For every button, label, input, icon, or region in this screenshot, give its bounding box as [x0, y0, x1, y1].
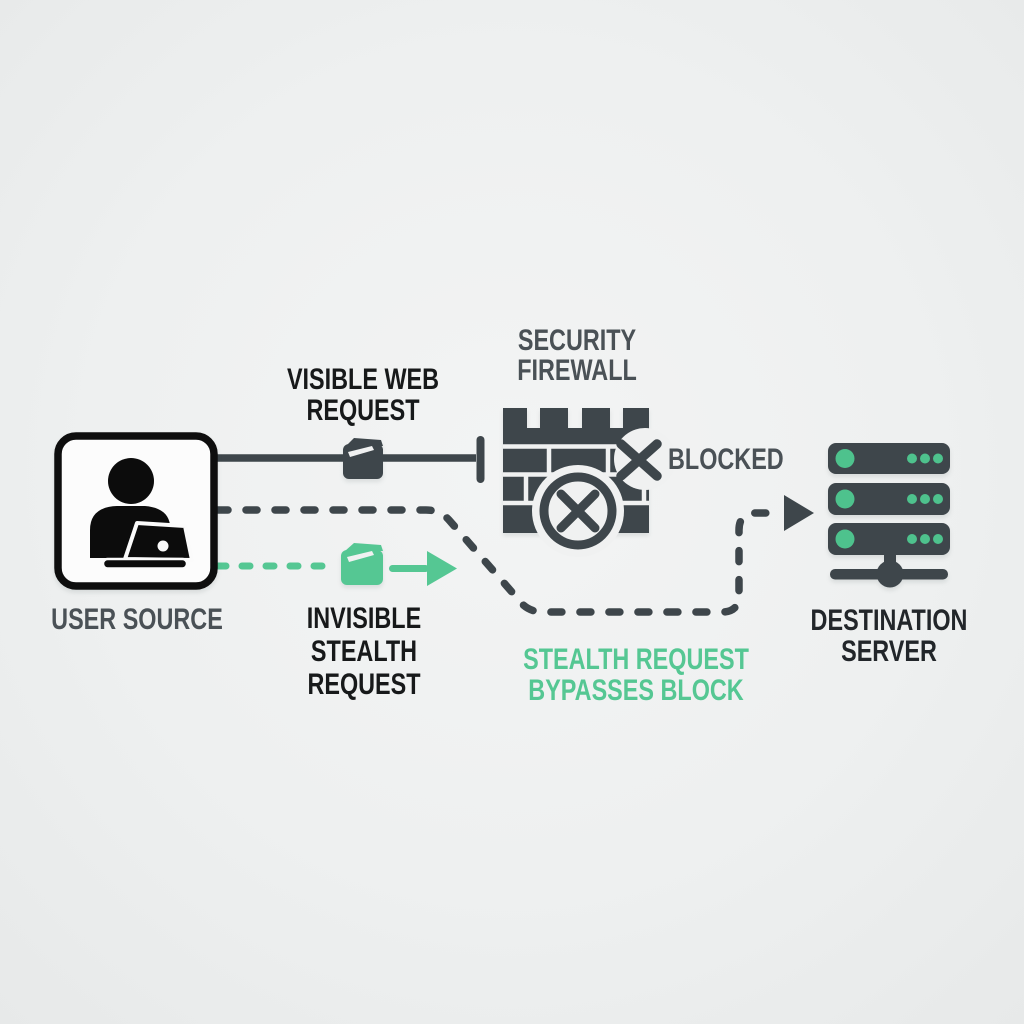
visible-web-request-label: VISIBLE WEB REQUEST	[286, 363, 440, 427]
blocked-label: BLOCKED	[668, 443, 784, 476]
server-stack-icon	[828, 443, 950, 588]
visible-request-folder-icon	[343, 438, 383, 479]
invisible-stealth-request-label: INVISIBLE STEALTH REQUEST	[306, 602, 422, 701]
blocked-endbar	[476, 436, 485, 483]
stealth-request-arrow-icon	[389, 551, 457, 586]
destination-server-label: DESTINATION SERVER	[810, 604, 968, 668]
firewall-deny-badge-icon	[532, 465, 624, 557]
stealth-bypass-label: STEALTH REQUEST BYPASSES BLOCK	[523, 643, 749, 707]
security-firewall-label: SECURITY FIREWALL	[517, 324, 637, 387]
user-source-label: USER SOURCE	[51, 603, 223, 636]
stealth-request-folder-icon	[341, 543, 383, 585]
person-laptop-icon	[90, 458, 194, 570]
stealth-route-line	[213, 495, 814, 616]
stealth-route-arrowhead-icon	[784, 495, 814, 531]
blocked-x-icon	[614, 428, 676, 490]
